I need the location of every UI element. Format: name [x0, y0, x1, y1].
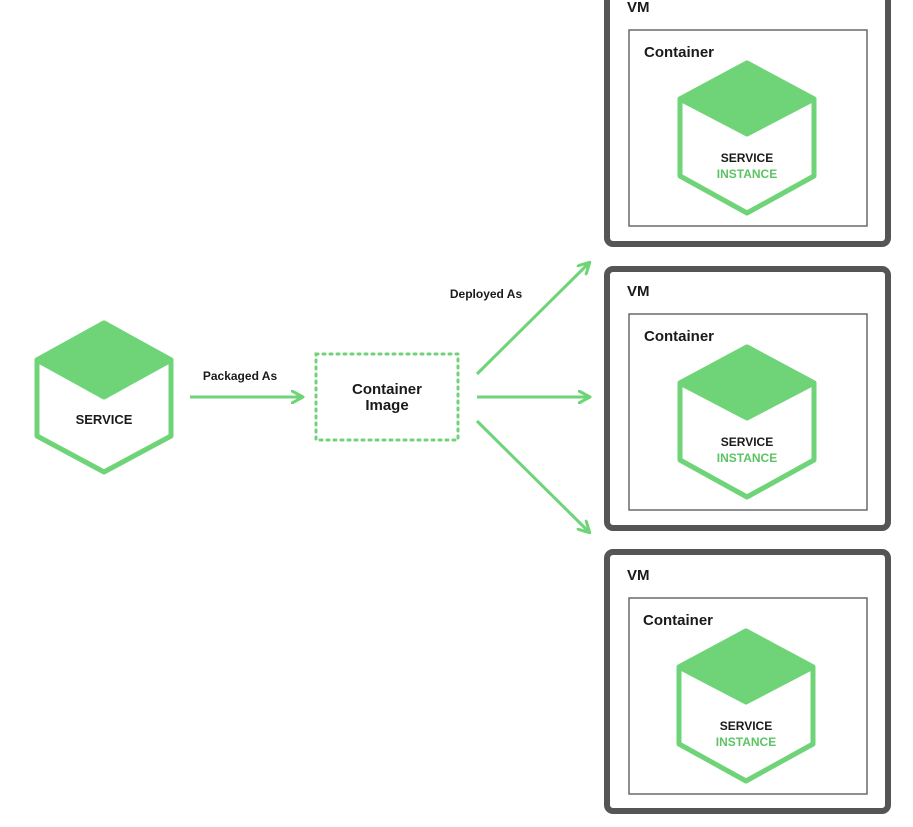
vm-2: VM Container SERVICE INSTANCE	[604, 266, 891, 531]
packaged-as-edge: Packaged As	[190, 369, 302, 397]
deployed-as-edges: Deployed As	[450, 263, 589, 532]
container-box	[628, 597, 868, 795]
container-image-label-line1: Container	[352, 381, 422, 398]
deployed-as-arrow-top	[475, 263, 589, 376]
service-instance-hexagon-top-face	[676, 628, 816, 705]
container-box	[628, 313, 868, 511]
service-instance-label-line1: SERVICE	[721, 435, 773, 449]
container-image-box	[314, 352, 460, 442]
service-instance-label-line2: INSTANCE	[716, 735, 776, 749]
service-instance-hexagon-top-face	[677, 344, 817, 421]
container-label: Container	[644, 328, 714, 345]
service-node: SERVICE	[34, 320, 174, 475]
service-instance-label-line2: INSTANCE	[717, 451, 777, 465]
vm-label: VM	[627, 0, 650, 16]
vm-label: VM	[627, 567, 650, 584]
vm-label: VM	[627, 283, 650, 300]
service-instance-hexagon-top-face	[677, 60, 817, 137]
container-box	[628, 29, 868, 227]
vm-1: VM Container SERVICE INSTANCE	[604, 0, 891, 247]
container-image-label-line2: Image	[365, 397, 408, 414]
vm-3: VM Container SERVICE INSTANCE	[604, 549, 891, 814]
container-label: Container	[643, 612, 713, 629]
service-instance-label-line1: SERVICE	[720, 719, 772, 733]
service-label: SERVICE	[76, 412, 133, 427]
service-instance-label-line2: INSTANCE	[717, 167, 777, 181]
packaged-as-label: Packaged As	[203, 369, 278, 383]
container-image-node: Container Image	[314, 352, 460, 442]
deployed-as-label: Deployed As	[450, 287, 523, 301]
deployed-as-arrow-bottom	[475, 419, 589, 532]
service-hexagon-top-face	[34, 320, 174, 400]
service-instance-label-line1: SERVICE	[721, 151, 773, 165]
container-label: Container	[644, 44, 714, 61]
